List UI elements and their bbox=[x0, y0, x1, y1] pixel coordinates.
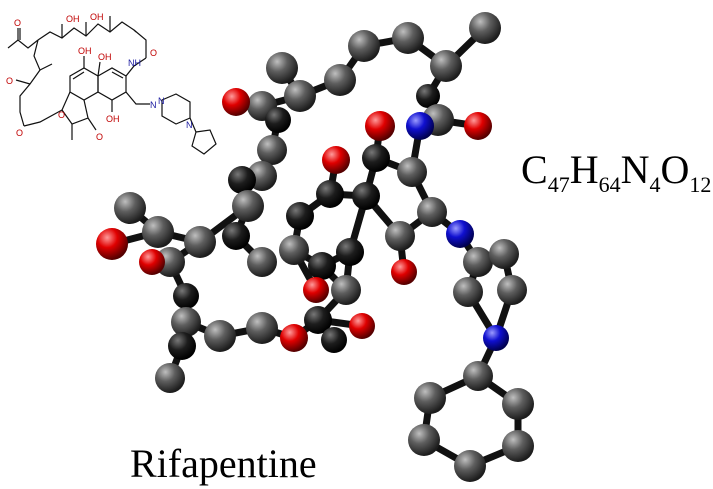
carbon-atom bbox=[257, 135, 287, 165]
carbon-atom bbox=[497, 275, 527, 305]
carbon-atom bbox=[265, 107, 291, 133]
label-o-3: O bbox=[16, 128, 23, 138]
carbon-atom bbox=[489, 239, 519, 269]
label-o-2: O bbox=[6, 76, 13, 86]
carbon-atom bbox=[336, 238, 364, 266]
carbon-atom bbox=[279, 235, 309, 265]
carbon-atom bbox=[408, 424, 440, 456]
label-o-4: O bbox=[58, 110, 65, 120]
carbon-atom bbox=[324, 64, 356, 96]
formula-o: O12 bbox=[660, 147, 712, 197]
formula-n: N4 bbox=[620, 147, 661, 197]
oxygen-atom bbox=[139, 249, 165, 275]
carbon-atom bbox=[454, 450, 486, 482]
oxygen-atom bbox=[222, 88, 250, 116]
nitrogen-atom bbox=[446, 220, 474, 248]
formula-h: H64 bbox=[569, 147, 621, 197]
oxygen-atom bbox=[322, 146, 350, 174]
label-n-2: N bbox=[158, 96, 165, 106]
carbon-atom bbox=[463, 247, 493, 277]
carbon-atom bbox=[352, 182, 380, 210]
carbon-atom bbox=[502, 430, 534, 462]
label-oh-2: OH bbox=[90, 12, 104, 22]
carbon-atom bbox=[417, 197, 447, 227]
label-oh-4: OH bbox=[98, 52, 112, 62]
carbon-atom bbox=[228, 166, 256, 194]
oxygen-atom bbox=[365, 111, 395, 141]
label-oh-1: OH bbox=[66, 14, 80, 24]
carbon-atom bbox=[286, 202, 314, 230]
label-o-6: O bbox=[150, 48, 157, 58]
formula-c: C47 bbox=[521, 147, 570, 197]
oxygen-atom bbox=[349, 313, 375, 339]
carbon-atom bbox=[204, 320, 236, 352]
carbon-atom bbox=[502, 388, 534, 420]
carbon-atom bbox=[392, 22, 424, 54]
oxygen-atom bbox=[96, 228, 128, 260]
label-n-3: N bbox=[186, 120, 193, 130]
carbon-atom bbox=[321, 327, 347, 353]
carbon-atom bbox=[246, 312, 278, 344]
label-oh-3: OH bbox=[78, 46, 92, 56]
carbon-atom bbox=[469, 12, 501, 44]
carbon-atom bbox=[232, 190, 264, 222]
carbon-atom bbox=[453, 277, 483, 307]
label-nh: NH bbox=[128, 58, 141, 68]
oxygen-atom bbox=[303, 277, 329, 303]
label-o-1: O bbox=[14, 18, 21, 28]
nitrogen-atom bbox=[483, 325, 509, 351]
carbon-atom bbox=[362, 144, 390, 172]
molecular-formula: C47H64N4O12 bbox=[521, 150, 711, 196]
carbon-atom bbox=[348, 30, 380, 62]
oxygen-atom bbox=[391, 259, 417, 285]
carbon-atom bbox=[397, 157, 427, 187]
carbon-atom bbox=[247, 247, 277, 277]
label-oh-5: OH bbox=[106, 114, 120, 124]
carbon-atom bbox=[266, 52, 298, 84]
carbon-atom bbox=[168, 332, 196, 360]
carbon-atom bbox=[316, 180, 344, 208]
carbon-atom bbox=[222, 222, 250, 250]
carbon-atom bbox=[142, 216, 174, 248]
oxygen-atom bbox=[280, 324, 308, 352]
compound-name: Rifapentine bbox=[130, 441, 317, 486]
carbon-atom bbox=[430, 50, 462, 82]
carbon-atom bbox=[155, 363, 185, 393]
carbon-atom bbox=[114, 192, 146, 224]
carbon-atom bbox=[284, 80, 316, 112]
carbon-atom bbox=[304, 306, 332, 334]
carbon-atom bbox=[385, 221, 415, 251]
carbon-atom bbox=[171, 307, 201, 337]
nitrogen-atom bbox=[406, 112, 434, 140]
carbon-atom bbox=[184, 226, 216, 258]
label-o-5: O bbox=[96, 132, 103, 142]
carbon-atom bbox=[463, 361, 493, 391]
carbon-atom bbox=[331, 275, 361, 305]
oxygen-atom bbox=[464, 112, 492, 140]
skeletal-structure: OH OH OH OH OH O O O O O O NH N N N bbox=[6, 12, 217, 155]
carbon-atom bbox=[173, 283, 199, 309]
carbon-atom bbox=[308, 252, 336, 280]
carbon-atom bbox=[416, 84, 440, 108]
carbon-atom bbox=[414, 382, 446, 414]
label-n-1: N bbox=[150, 100, 157, 110]
